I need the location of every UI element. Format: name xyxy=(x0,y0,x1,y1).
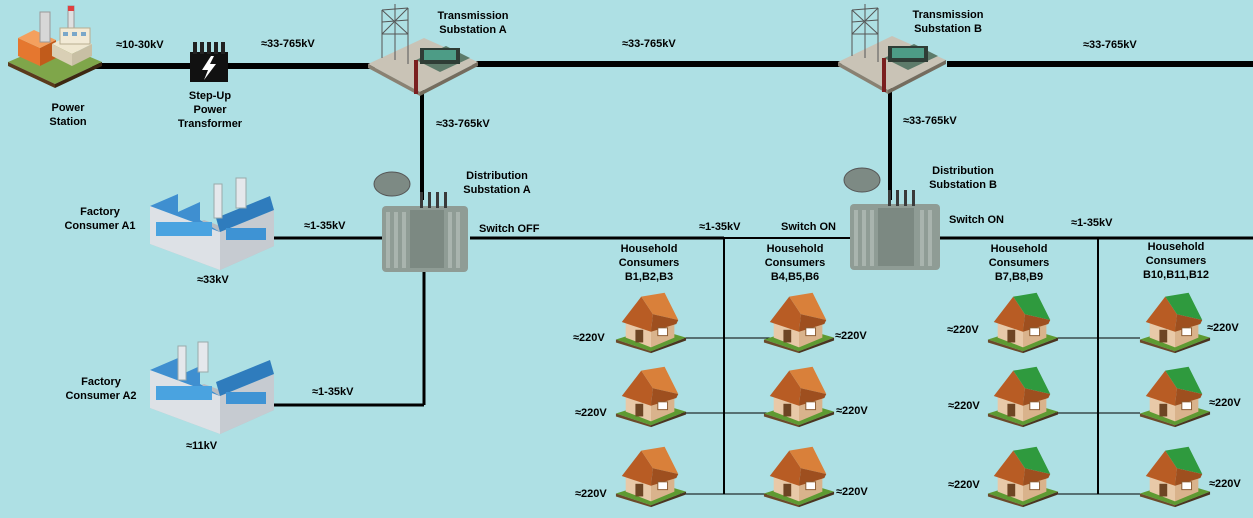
voltage-house-b6-label: ≈220V xyxy=(836,486,868,498)
step-up-transformer-label: Step-Up Power Transformer xyxy=(177,90,243,130)
voltage-house-b5-label: ≈220V xyxy=(836,405,868,417)
household-consumers-b4-label: Household Consumers B4,B5,B6 xyxy=(764,243,826,283)
house-b4-icon xyxy=(763,292,835,354)
factory-consumer-a1-label: Factory Consumer A1 xyxy=(64,206,136,232)
household-consumers-b10-label: Household Consumers B10,B11,B12 xyxy=(1142,241,1210,281)
voltage-generation-label: ≈10-30kV xyxy=(116,39,164,51)
voltage-transmission-3-label: ≈33-765kV xyxy=(1083,39,1137,51)
distribution-transformer-b-icon xyxy=(843,167,940,270)
house-b1-icon xyxy=(615,292,687,354)
voltage-house-b3-label: ≈220V xyxy=(575,488,607,500)
house-b10-icon xyxy=(1139,292,1211,354)
switch-b1-label: Switch ON xyxy=(781,221,837,233)
voltage-factory-a1-label: ≈33kV xyxy=(197,274,229,286)
transmission-substation-a-label: Transmission Substation A xyxy=(437,10,509,36)
household-consumers-b7-label: Household Consumers B7,B8,B9 xyxy=(988,243,1050,283)
step-up-transformer-icon xyxy=(190,42,228,82)
voltage-house-b12-label: ≈220V xyxy=(1209,478,1241,490)
household-consumers-b1-label: Household Consumers B1,B2,B3 xyxy=(618,243,680,283)
distribution-transformer-a-icon xyxy=(373,171,468,272)
voltage-distribution-b-label: ≈1-35kV xyxy=(1071,217,1113,229)
house-b8-icon xyxy=(987,366,1059,428)
voltage-house-b9-label: ≈220V xyxy=(948,479,980,491)
house-b11-icon xyxy=(1139,366,1211,428)
transmission-substation-b-label: Transmission Substation B xyxy=(912,9,984,35)
house-b5-icon xyxy=(763,366,835,428)
voltage-downlink-b-label: ≈33-765kV xyxy=(903,115,957,127)
transmission-lines xyxy=(92,61,1253,495)
voltage-distribution-a-label: ≈1-35kV xyxy=(699,221,741,233)
power-station-label: Power Station xyxy=(49,102,87,128)
factory-a1-icon xyxy=(150,177,274,270)
voltage-house-b7-label: ≈220V xyxy=(947,324,979,336)
house-b9-icon xyxy=(987,446,1059,508)
transmission-substation-b-icon xyxy=(838,4,946,94)
distribution-substation-a-label: Distribution Substation A xyxy=(463,170,531,196)
voltage-house-b1-label: ≈220V xyxy=(573,332,605,344)
house-b2-icon xyxy=(615,366,687,428)
house-b7-icon xyxy=(987,292,1059,354)
voltage-transmission-2-label: ≈33-765kV xyxy=(622,38,676,50)
voltage-factory-a2-label: ≈11kV xyxy=(186,440,218,452)
switch-b2-label: Switch ON xyxy=(949,214,1005,226)
voltage-house-b8-label: ≈220V xyxy=(948,400,980,412)
transmission-substation-a-icon xyxy=(368,4,478,96)
factory-a2-icon xyxy=(150,341,274,434)
voltage-downlink-a-label: ≈33-765kV xyxy=(436,118,490,130)
voltage-factory-a1-feed-label: ≈1-35kV xyxy=(304,220,346,232)
power-station-icon xyxy=(8,5,102,88)
voltage-house-b2-label: ≈220V xyxy=(575,407,607,419)
voltage-transmission-1-label: ≈33-765kV xyxy=(261,38,315,50)
house-b3-icon xyxy=(615,446,687,508)
voltage-house-b10-label: ≈220V xyxy=(1207,322,1239,334)
voltage-house-b11-label: ≈220V xyxy=(1209,397,1241,409)
house-b6-icon xyxy=(763,446,835,508)
voltage-factory-a2-feed-label: ≈1-35kV xyxy=(312,386,354,398)
distribution-substation-b-label: Distribution Substation B xyxy=(929,165,997,191)
factory-consumer-a2-label: Factory Consumer A2 xyxy=(65,376,137,402)
house-b12-icon xyxy=(1139,446,1211,508)
voltage-house-b4-label: ≈220V xyxy=(835,330,867,342)
switch-a-label: Switch OFF xyxy=(479,223,540,235)
